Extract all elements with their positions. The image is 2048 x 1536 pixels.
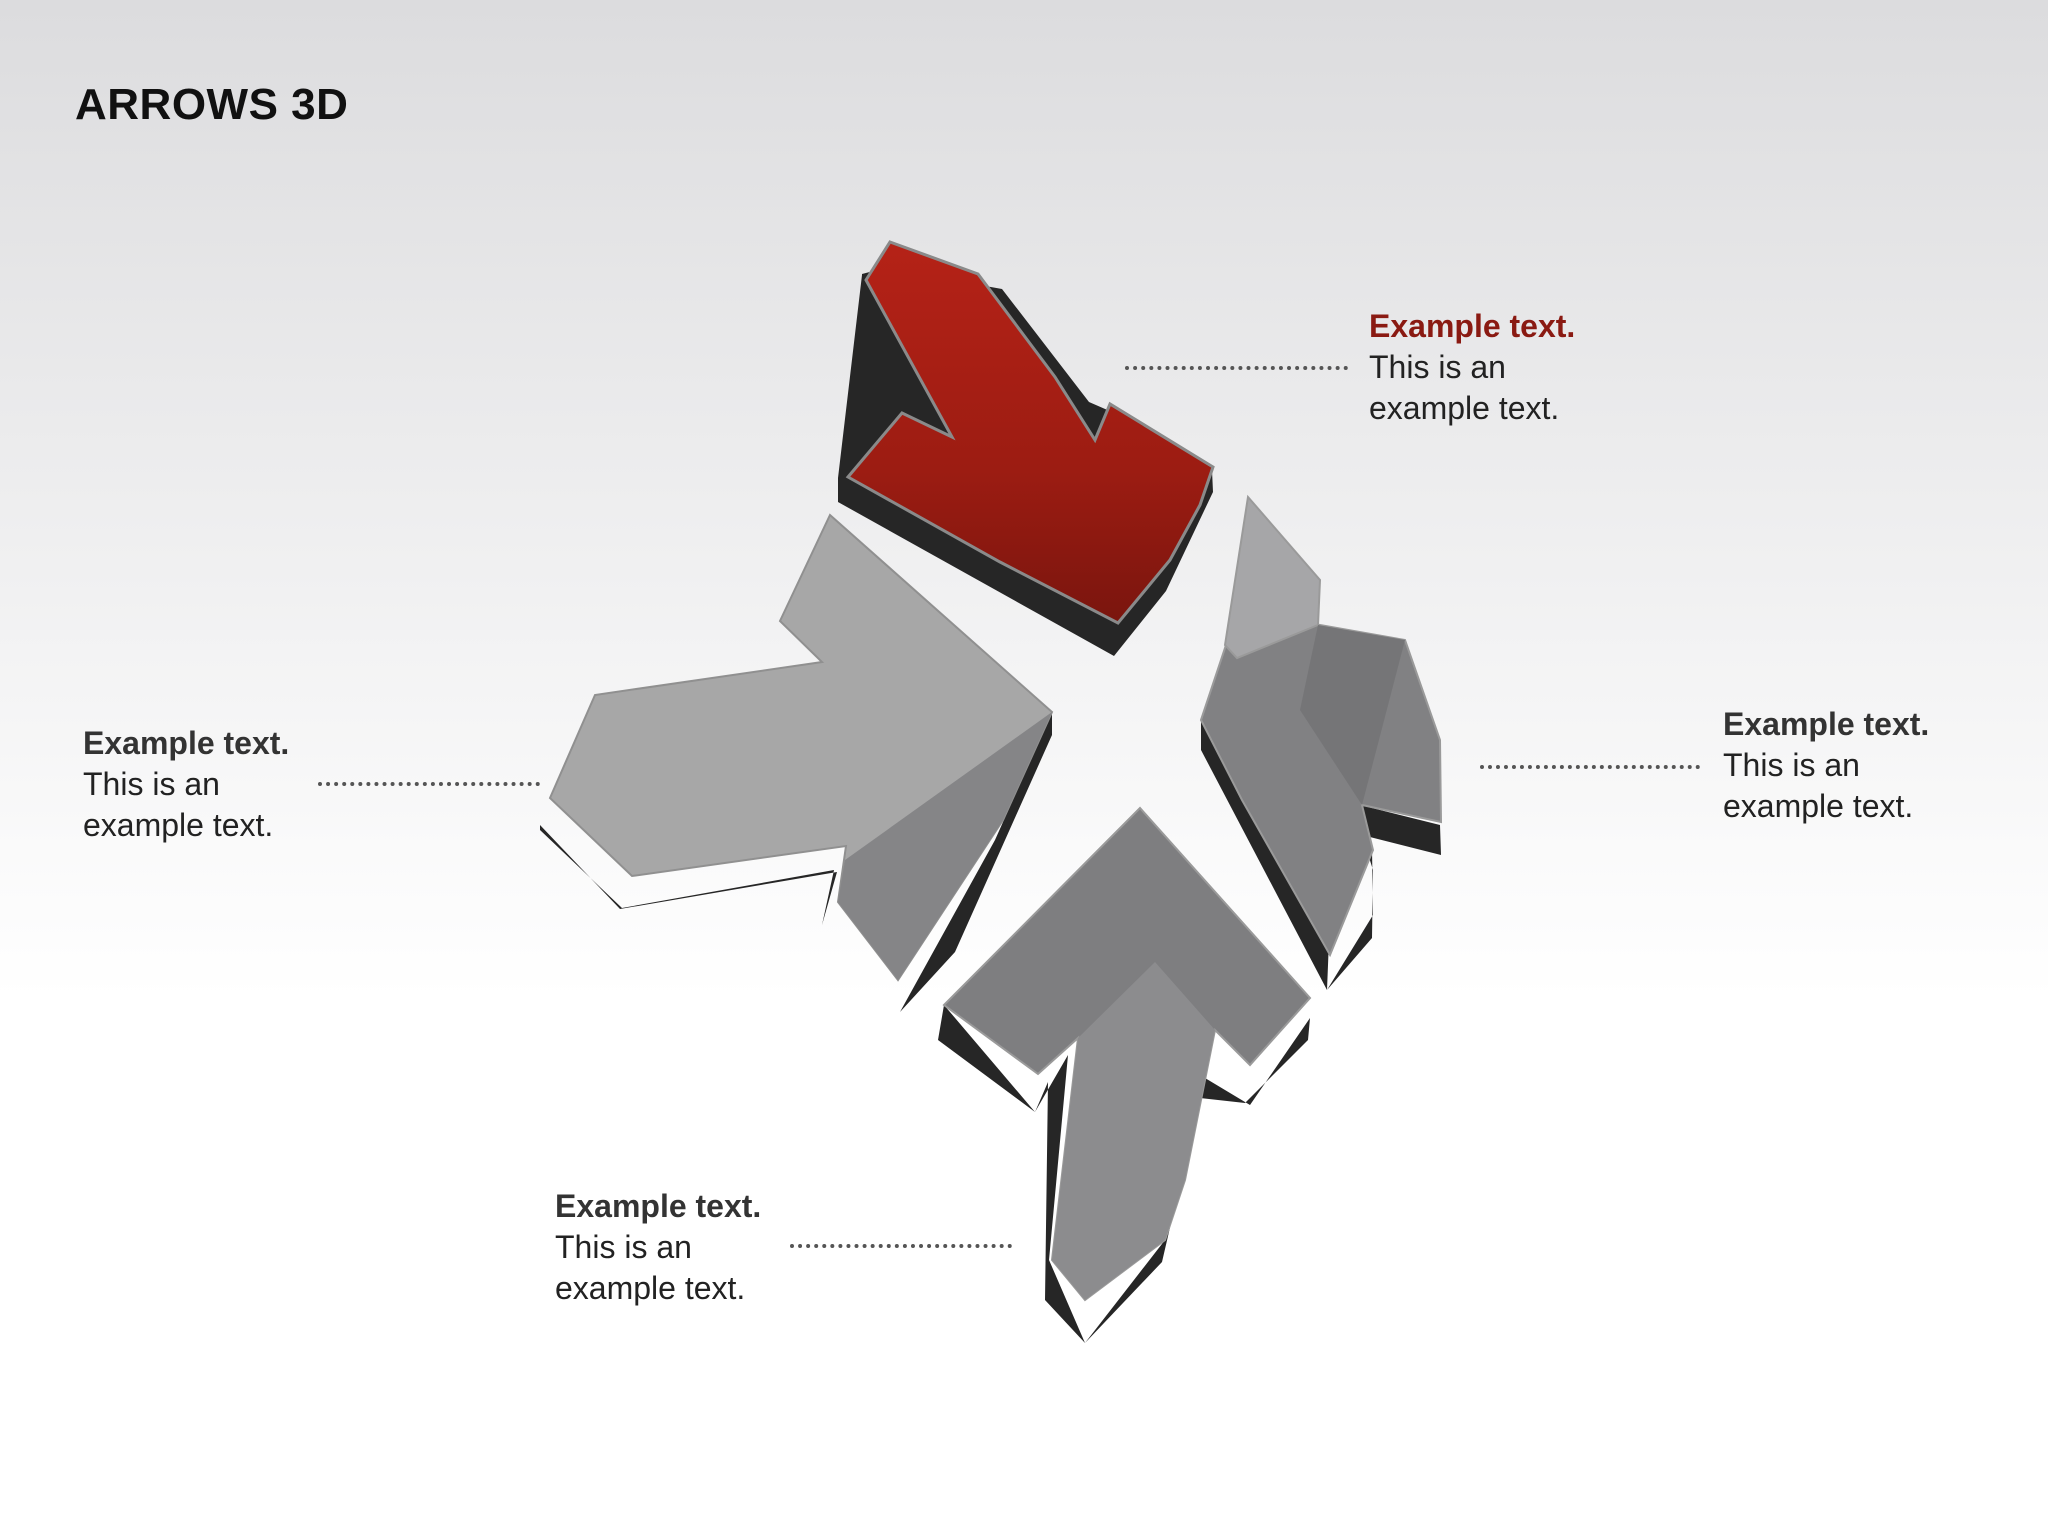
callout-top-right-body: This is an example text. [1369, 349, 1560, 426]
callout-left-body: This is an example text. [83, 766, 274, 843]
leader-line-top-right [1125, 366, 1348, 370]
arrow-right [1199, 494, 1443, 990]
callout-top-right-heading: Example text. [1369, 308, 1576, 344]
arrow-left [540, 513, 1054, 1012]
arrow-bottom-highlight [1052, 962, 1215, 1300]
leader-line-bottom [790, 1244, 1012, 1248]
callout-bottom-heading: Example text. [555, 1188, 762, 1224]
slide-title: ARROWS 3D [75, 80, 349, 129]
callout-top-right: Example text. This is an example text. [1369, 306, 1599, 429]
arrow-bottom [938, 806, 1312, 1343]
callout-left: Example text. This is an example text. [83, 723, 313, 846]
callout-bottom-body: This is an example text. [555, 1229, 746, 1306]
arrow-left-face [548, 513, 1054, 982]
callout-bottom: Example text. This is an example text. [555, 1186, 785, 1309]
arrow-top-red [838, 240, 1215, 656]
leader-line-left [318, 782, 540, 786]
arrow-top-face [845, 240, 1215, 625]
leader-line-right [1480, 765, 1700, 769]
arrow-right-shade [1300, 625, 1405, 805]
callout-left-heading: Example text. [83, 725, 290, 761]
callout-right: Example text. This is an example text. [1723, 704, 1953, 827]
arrow-right-face-light [1223, 494, 1322, 660]
callout-right-heading: Example text. [1723, 706, 1930, 742]
arrow-bottom-extrusion [938, 1005, 1310, 1343]
callout-right-body: This is an example text. [1723, 747, 1914, 824]
arrow-left-shade [838, 712, 1052, 980]
